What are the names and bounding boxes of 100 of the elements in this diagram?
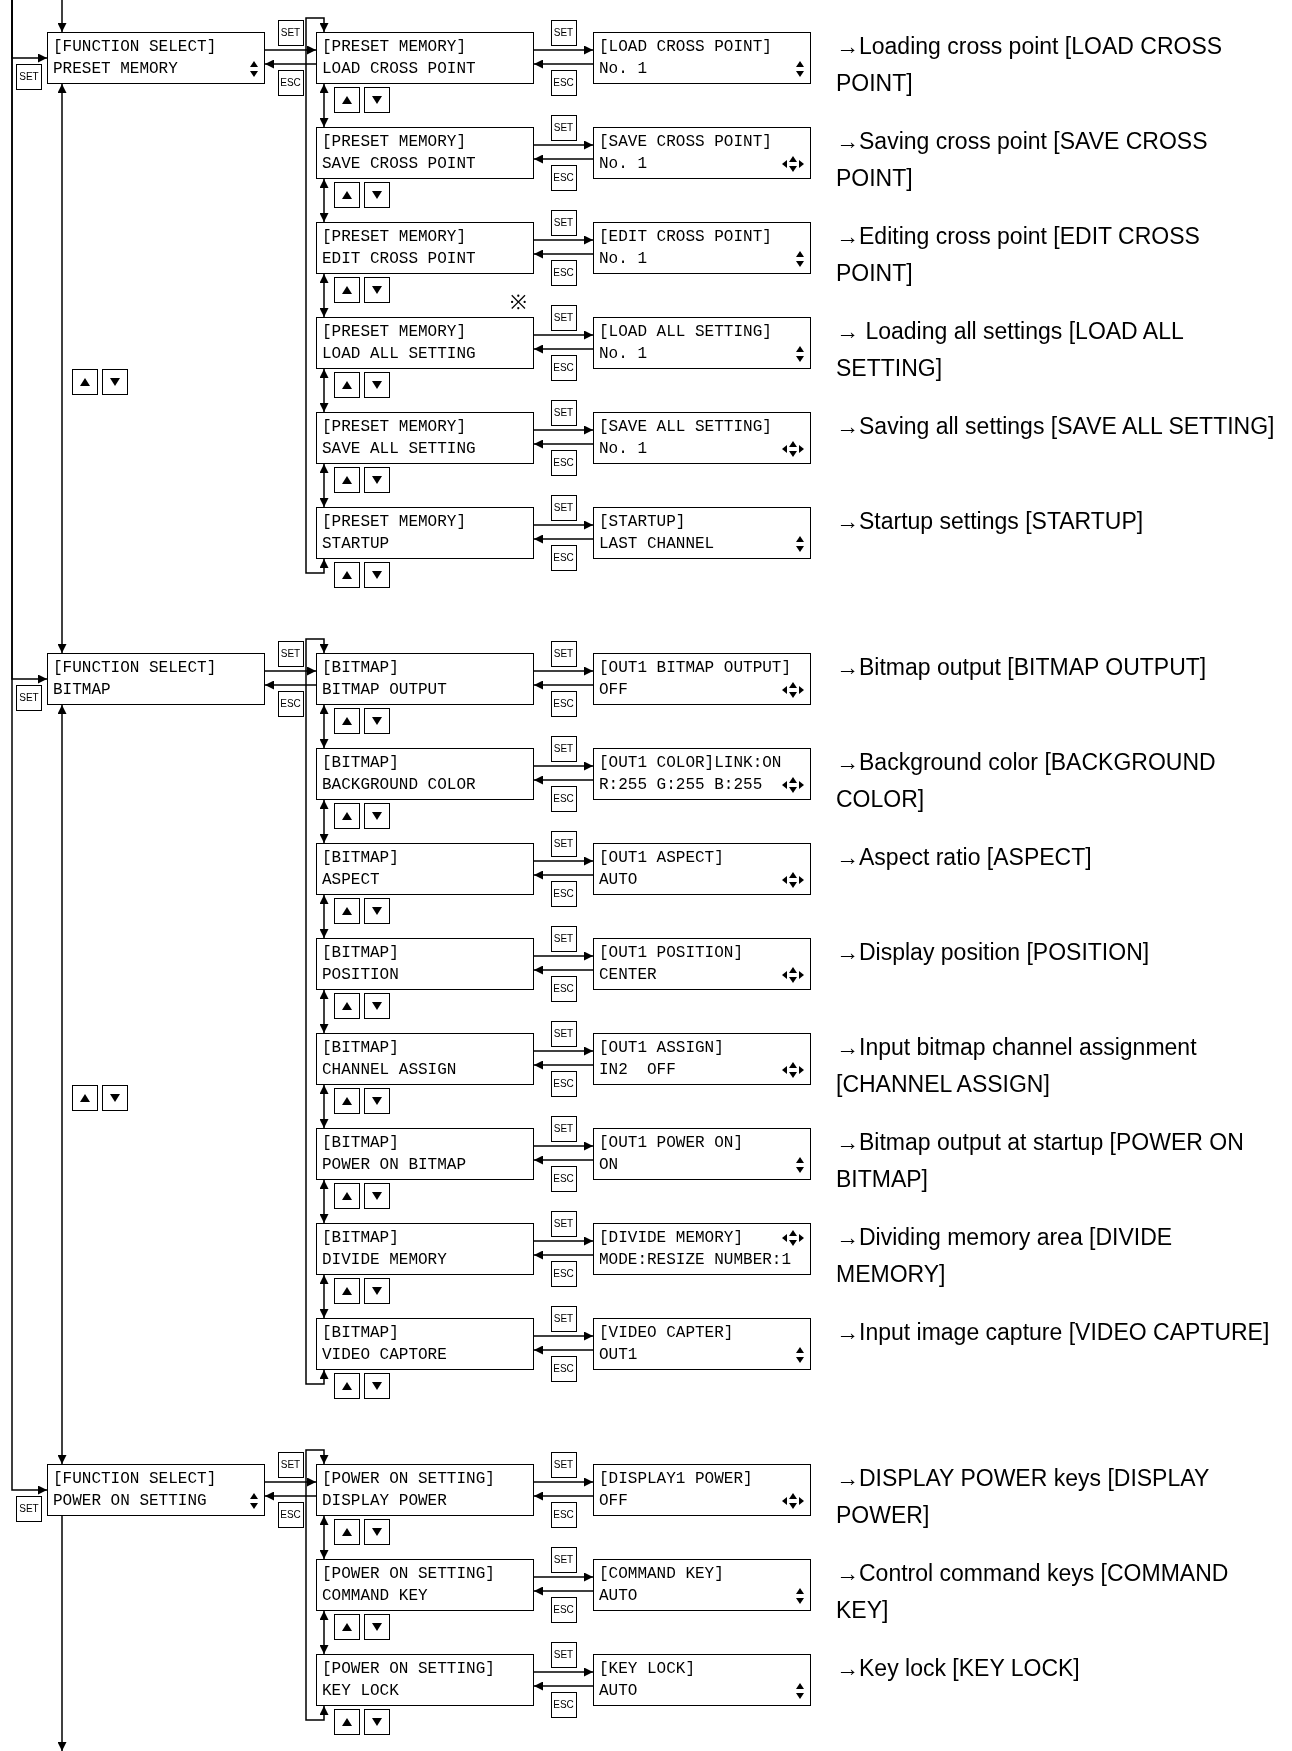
arrow — [57, 1515, 67, 1751]
lcd-screen — [316, 412, 534, 464]
lcd-text: [POWER ON SETTING] — [322, 1469, 495, 1490]
arrow — [533, 235, 594, 245]
lcd-screen — [593, 1559, 811, 1611]
lcd-text: AUTO — [599, 1681, 638, 1702]
lcd-text: VIDEO CAPTORE — [322, 1345, 447, 1366]
arrow — [533, 1141, 594, 1151]
key-label: ESC — [550, 881, 577, 907]
lcd-text: [KEY LOCK] — [599, 1659, 695, 1680]
arrow — [319, 1515, 329, 1560]
description-text: →Startup settings [STARTUP] — [836, 507, 1145, 536]
lcd-text: [SAVE CROSS POINT] — [599, 132, 772, 153]
key-label: SET — [550, 831, 577, 857]
key-label: ESC — [550, 1502, 577, 1528]
key-label: SET — [550, 1547, 577, 1573]
description-text: →Dividing memory area [DIVIDE MEMORY] — [836, 1223, 1174, 1289]
lcd-text: BITMAP — [53, 680, 111, 701]
lcd-screen — [316, 32, 534, 84]
lcd-text: [LOAD CROSS POINT] — [599, 37, 772, 58]
lcd-screen — [593, 1654, 811, 1706]
lcd-text: [VIDEO CAPTER] — [599, 1323, 734, 1344]
description-text: →DISPLAY POWER keys [DISPLAY POWER] — [836, 1464, 1210, 1530]
lcd-screen — [593, 748, 811, 800]
lcd-screen — [593, 1318, 811, 1370]
description-text: →Input bitmap channel assignment [CHANNEL ASSIGN] — [836, 1033, 1198, 1099]
arrow — [319, 83, 329, 128]
arrow — [264, 1491, 317, 1501]
key-label: SET — [550, 305, 577, 331]
arrow — [319, 1610, 329, 1655]
lcd-text: BACKGROUND COLOR — [322, 775, 476, 796]
lcd-text: LOAD ALL SETTING — [322, 344, 476, 365]
key-label: SET — [550, 1021, 577, 1047]
lcd-text: [OUT1 COLOR]LINK:ON — [599, 753, 782, 774]
lcd-text: ON — [599, 1155, 619, 1176]
key-label: ESC — [550, 355, 577, 381]
arrow — [533, 666, 594, 676]
lcd-text: LAST CHANNEL — [599, 534, 715, 555]
lcd-text: No. 1 — [599, 344, 647, 365]
arrow — [533, 1491, 594, 1501]
lcd-text: COMMAND KEY — [322, 1586, 428, 1607]
arrow — [264, 1477, 317, 1487]
description-text: →Bitmap output [BITMAP OUTPUT] — [836, 653, 1208, 682]
lcd-screen — [593, 1033, 811, 1085]
arrow — [533, 534, 594, 544]
key-label: ESC — [550, 450, 577, 476]
key-label: SET — [550, 400, 577, 426]
arrow — [533, 1586, 594, 1596]
arrow — [533, 856, 594, 866]
arrow — [533, 680, 594, 690]
key-label: SET — [550, 20, 577, 46]
lcd-text: [LOAD ALL SETTING] — [599, 322, 772, 343]
lcd-screen — [316, 938, 534, 990]
lcd-text: MODE:RESIZE NUMBER:1 — [599, 1250, 792, 1271]
key-label: SET — [277, 1452, 304, 1478]
lcd-text: [BITMAP] — [322, 848, 399, 869]
arrow — [533, 761, 594, 771]
arrow — [57, 83, 67, 654]
lcd-screen — [316, 1559, 534, 1611]
arrow — [533, 1155, 594, 1165]
arrow — [305, 17, 329, 574]
key-label: SET — [16, 64, 42, 90]
description-text: →Loading cross point [LOAD CROSS POINT] — [836, 32, 1224, 98]
lcd-screen — [316, 507, 534, 559]
lcd-text: [OUT1 ASSIGN] — [599, 1038, 724, 1059]
lcd-text: [BITMAP] — [322, 1038, 399, 1059]
lcd-screen — [47, 653, 265, 705]
key-label: SET — [550, 641, 577, 667]
lcd-text: AUTO — [599, 870, 638, 891]
description-text: →Display position [POSITION] — [836, 938, 1151, 967]
lcd-screen — [316, 1318, 534, 1370]
arrow — [533, 140, 594, 150]
key-label: ESC — [550, 70, 577, 96]
lcd-text: [PRESET MEMORY] — [322, 417, 467, 438]
lcd-text: [OUT1 POWER ON] — [599, 1133, 744, 1154]
key-label: SET — [550, 115, 577, 141]
arrow — [533, 1572, 594, 1582]
lcd-screen — [593, 938, 811, 990]
lcd-text: AUTO — [599, 1586, 638, 1607]
arrow — [533, 330, 594, 340]
lcd-text: SAVE CROSS POINT — [322, 154, 476, 175]
lcd-text: [PRESET MEMORY] — [322, 132, 467, 153]
lcd-text: OUT1 — [599, 1345, 638, 1366]
lcd-text: [EDIT CROSS POINT] — [599, 227, 772, 248]
lcd-text: [SAVE ALL SETTING] — [599, 417, 772, 438]
lcd-screen — [593, 32, 811, 84]
lcd-screen — [316, 1223, 534, 1275]
key-label: SET — [550, 926, 577, 952]
description-text: →Saving all settings [SAVE ALL SETTING] — [836, 412, 1276, 441]
arrow — [319, 989, 329, 1034]
lcd-text: IN2 OFF — [599, 1060, 676, 1081]
key-label: SET — [550, 1452, 577, 1478]
arrow — [319, 1084, 329, 1129]
lcd-screen — [593, 843, 811, 895]
lcd-text: [BITMAP] — [322, 753, 399, 774]
lcd-text: CENTER — [599, 965, 657, 986]
key-label: ESC — [277, 691, 304, 717]
lcd-text: OFF — [599, 680, 628, 701]
lcd-text: [FUNCTION SELECT] — [53, 658, 217, 679]
key-label: SET — [550, 1116, 577, 1142]
